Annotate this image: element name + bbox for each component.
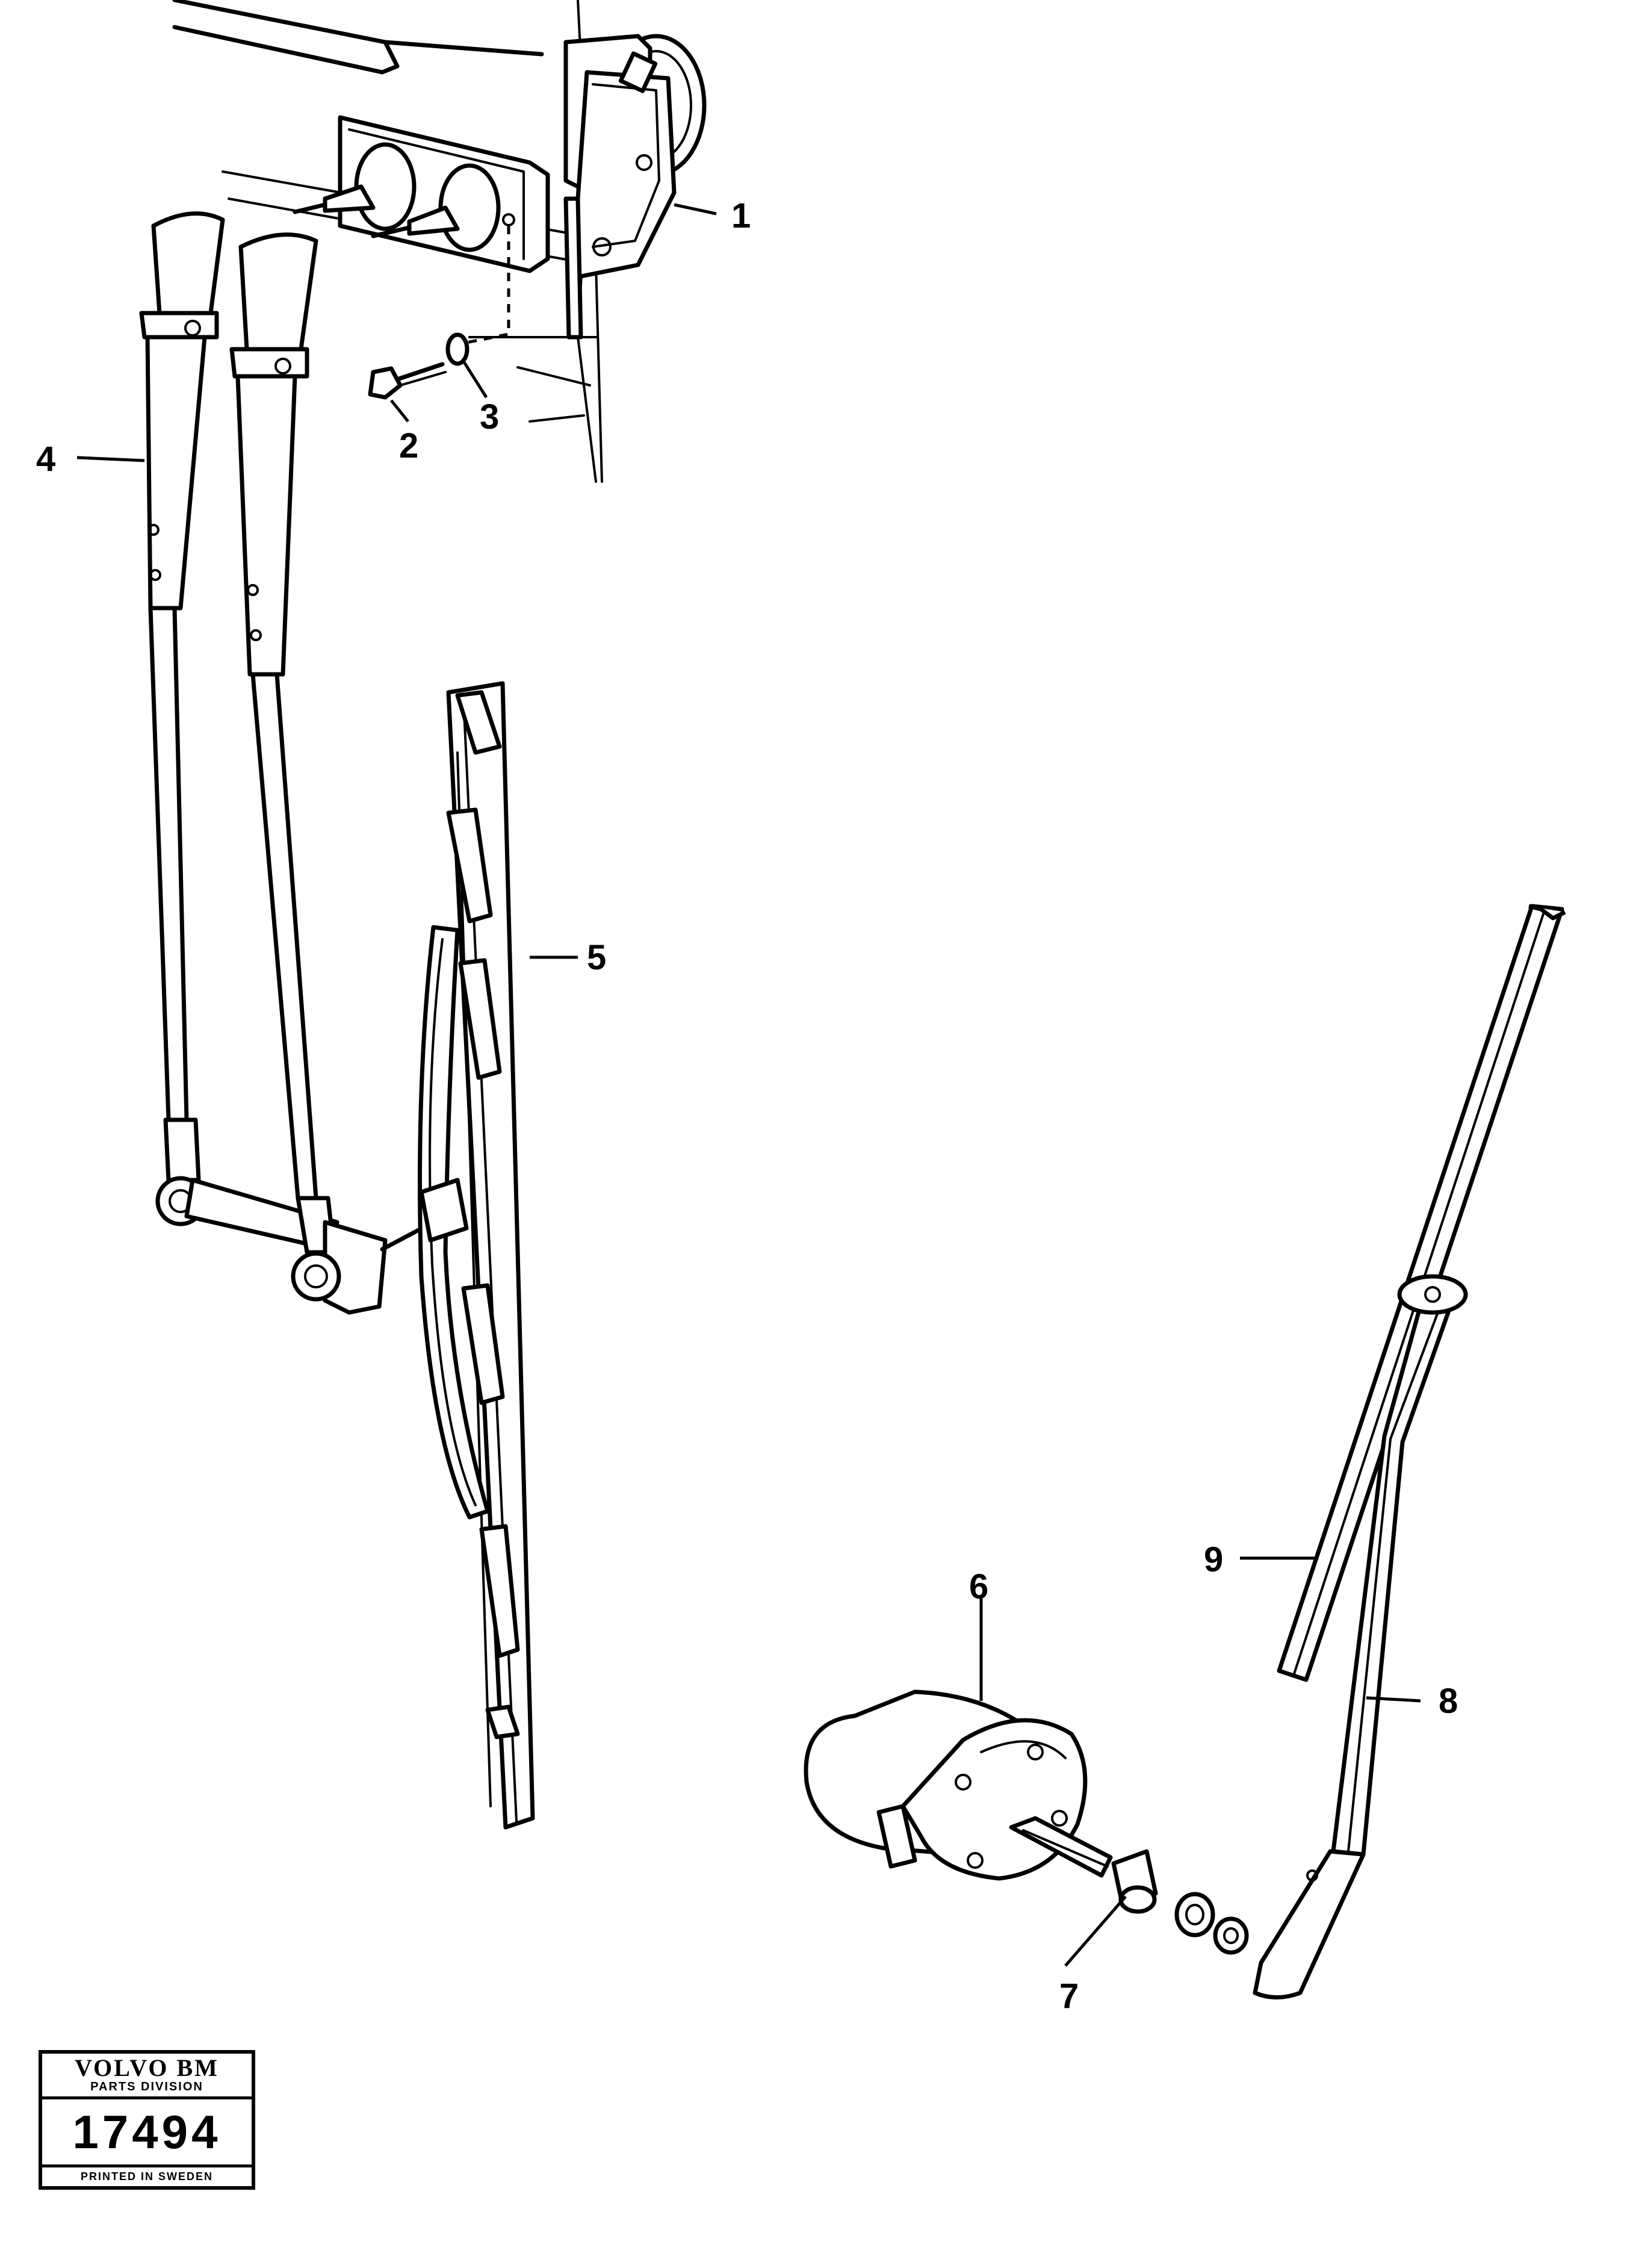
stamp-illustration-number: 17494 xyxy=(72,2105,222,2158)
screw-part-2 xyxy=(368,362,447,400)
stamp-printed-in: PRINTED IN SWEDEN xyxy=(42,2164,252,2186)
callout-7: 7 xyxy=(1059,1977,1079,2016)
rear-wiper-motor xyxy=(804,1689,1113,1881)
stamp-brand: VOLVO BM xyxy=(75,2054,219,2081)
washer-nut xyxy=(1174,1892,1249,1955)
callout-8: 8 xyxy=(1439,1682,1458,1721)
callout-9: 9 xyxy=(1204,1540,1223,1579)
callout-2: 2 xyxy=(399,426,418,465)
washer-part-3 xyxy=(445,332,470,366)
alignment-guide xyxy=(463,226,510,345)
stamp-division: PARTS DIVISION xyxy=(42,2080,252,2099)
callout-6: 6 xyxy=(969,1567,988,1606)
spacer-part-7 xyxy=(1111,1849,1158,1914)
rear-wiper-arm xyxy=(1253,1274,1468,1999)
callout-leaders xyxy=(76,203,1421,1967)
callout-4: 4 xyxy=(36,440,55,479)
wiper-blade xyxy=(418,681,535,1830)
callout-1: 1 xyxy=(731,196,751,235)
callout-5: 5 xyxy=(587,938,606,977)
volvo-parts-stamp: VOLVO BM PARTS DIVISION 17494 PRINTED IN… xyxy=(39,2050,255,2190)
wiper-motor-assembly-top xyxy=(563,34,707,340)
callout-3: 3 xyxy=(480,397,499,437)
callout-numbers: 1 2 3 4 5 6 7 8 9 xyxy=(36,196,1458,2016)
pantograph-wiper-arm xyxy=(139,211,439,1315)
spindle-plate xyxy=(293,115,550,273)
